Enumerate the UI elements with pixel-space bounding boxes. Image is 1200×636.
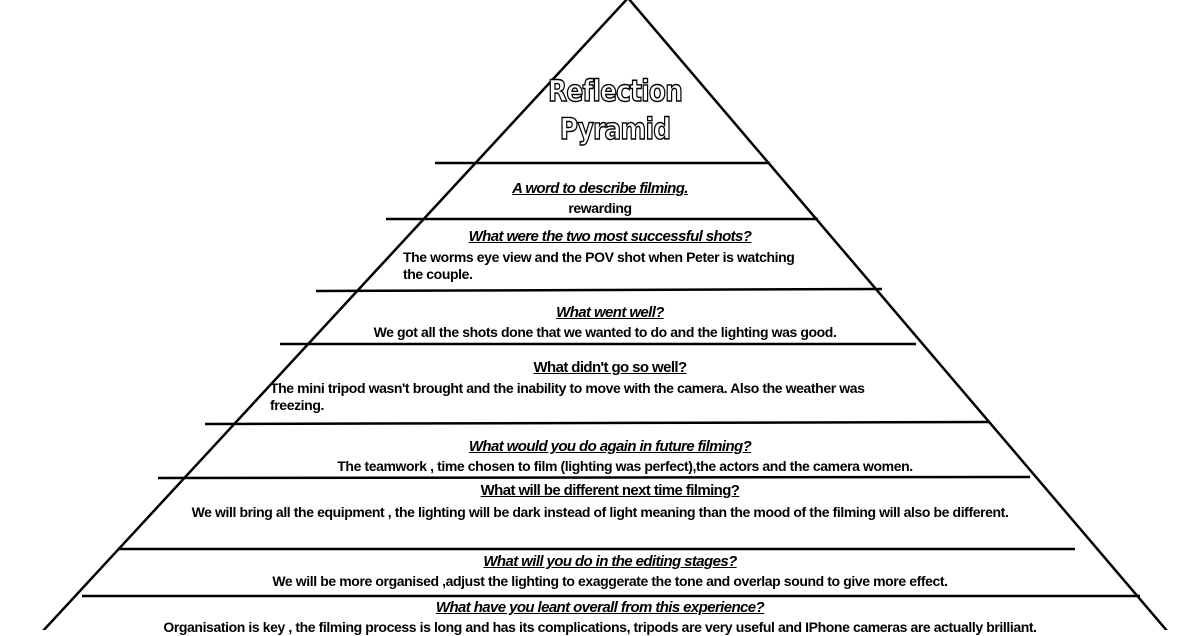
answer-different-next-time: We will bring all the equipment , the li… bbox=[191, 504, 1009, 520]
question-different-next-time: What will be different next time filming… bbox=[480, 482, 740, 499]
question-didnt-go-well: What didn't go so well? bbox=[533, 359, 687, 376]
answer-went-well: We got all the shots done that we wanted… bbox=[373, 324, 837, 340]
answer-word-to-describe: rewarding bbox=[568, 200, 632, 216]
title-line-1: Reflection bbox=[547, 73, 683, 108]
question-do-again: What would you do again in future filmin… bbox=[468, 438, 752, 455]
question-editing-stages: What will you do in the editing stages? bbox=[483, 553, 737, 570]
question-word-to-describe: A word to describe filming. bbox=[512, 180, 688, 197]
question-learnt-overall: What have you leant overall from this ex… bbox=[435, 599, 765, 616]
tier-divider bbox=[204, 420, 991, 426]
tier-divider bbox=[157, 475, 1031, 480]
pyramid-right-edge bbox=[628, 0, 1168, 630]
answer-learnt-overall: Organisation is key , the filming proces… bbox=[163, 619, 1037, 635]
answer-successful-shots: The worms eye view and the POV shot when… bbox=[403, 249, 795, 282]
question-went-well: What went well? bbox=[556, 304, 664, 321]
question-successful-shots: What were the two most successful shots? bbox=[468, 228, 752, 245]
pyramid-left-edge bbox=[42, 0, 628, 630]
tier-divider bbox=[315, 287, 883, 293]
title-line-2: Pyramid bbox=[559, 111, 672, 146]
answer-didnt-go-well: The mini tripod wasn't brought and the i… bbox=[270, 380, 865, 413]
pyramid-title: Reflection Pyramid bbox=[499, 72, 731, 148]
answer-do-again: The teamwork , time chosen to film (ligh… bbox=[337, 458, 913, 474]
answer-editing-stages: We will be more organised ,adjust the li… bbox=[272, 573, 948, 589]
